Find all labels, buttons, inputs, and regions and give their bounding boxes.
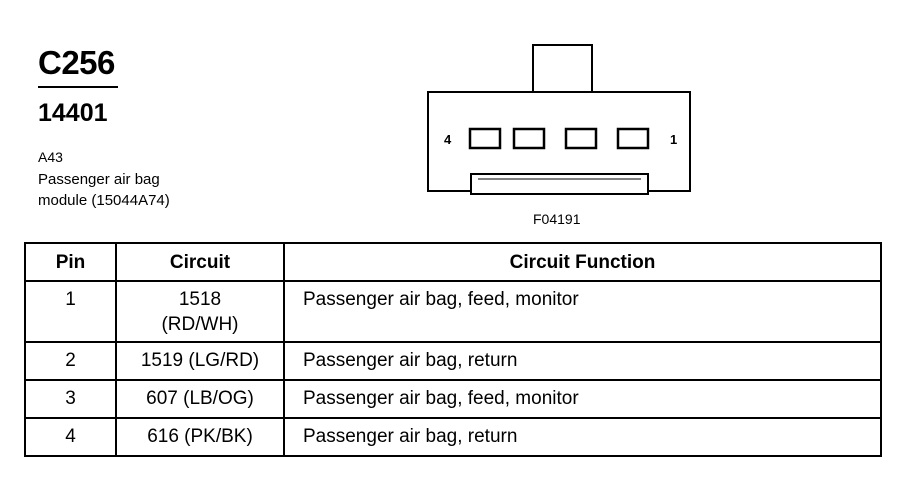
- table-row: 2 1519 (LG/RD) Passenger air bag, return: [24, 341, 882, 381]
- right-pin-label: 1: [670, 132, 677, 147]
- circuit-number: 1518: [178, 289, 222, 310]
- circuit-cell: 607 (LB/OG): [115, 379, 285, 419]
- figure-code: F04191: [533, 211, 581, 227]
- circuit-function-cell: Passenger air bag, feed, monitor: [283, 280, 882, 343]
- circuit-cell: 1518 (RD/WH): [115, 280, 285, 343]
- pin-cell: 3: [24, 379, 117, 419]
- connector-terminal-3: [512, 127, 546, 150]
- circuit-cell: 1519 (LG/RD): [115, 341, 285, 381]
- connector-id-underline: [38, 86, 118, 88]
- table-row: 4 616 (PK/BK) Passenger air bag, return: [24, 417, 882, 457]
- pin-cell: 4: [24, 417, 117, 457]
- table-header-row: Pin Circuit Circuit Function: [24, 242, 882, 282]
- part-number: 14401: [38, 99, 108, 127]
- table-row: 3 607 (LB/OG) Passenger air bag, feed, m…: [24, 379, 882, 419]
- column-header-circuit: Circuit: [115, 242, 285, 282]
- pin-table: Pin Circuit Circuit Function 1 1518 (RD/…: [24, 242, 882, 457]
- pin-cell: 2: [24, 341, 117, 381]
- column-header-circuit-function: Circuit Function: [283, 242, 882, 282]
- description-line-2: module (15044A74): [38, 192, 170, 209]
- pin-cell: 1: [24, 280, 117, 343]
- table-row: 1 1518 (RD/WH) Passenger air bag, feed, …: [24, 280, 882, 343]
- connector-terminal-1: [616, 127, 650, 150]
- connector-terminal-4: [468, 127, 502, 150]
- column-header-pin: Pin: [24, 242, 117, 282]
- circuit-cell: 616 (PK/BK): [115, 417, 285, 457]
- connector-latch: [532, 44, 593, 93]
- left-pin-label: 4: [444, 132, 452, 147]
- circuit-function-cell: Passenger air bag, feed, monitor: [283, 379, 882, 419]
- connector-terminal-2: [564, 127, 598, 150]
- circuit-color: (RD/WH): [161, 314, 239, 335]
- connector-lock-bar: [470, 173, 649, 195]
- location-code: A43: [38, 149, 63, 165]
- circuit-function-cell: Passenger air bag, return: [283, 341, 882, 381]
- connector-id: C256: [38, 44, 115, 81]
- connector-face-diagram: 4 1: [427, 44, 691, 195]
- circuit-function-cell: Passenger air bag, return: [283, 417, 882, 457]
- description-line-1: Passenger air bag: [38, 171, 160, 188]
